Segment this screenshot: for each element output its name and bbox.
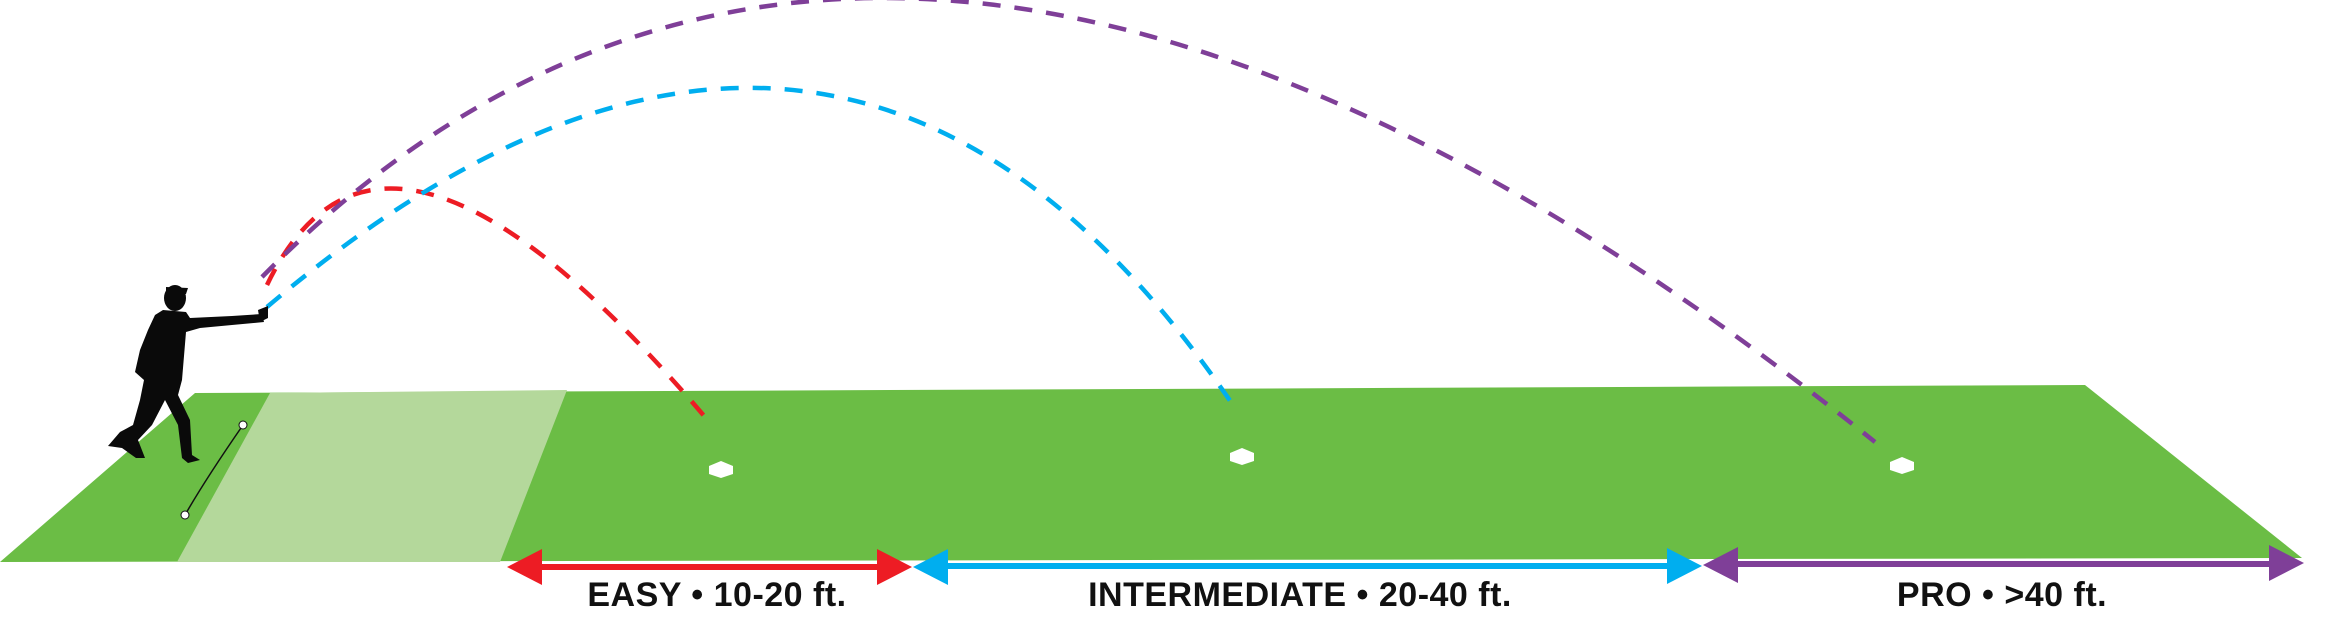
pro-throw-arc bbox=[260, 0, 1877, 444]
thrower-silhouette-icon bbox=[108, 285, 268, 463]
intermediate-zone-label: INTERMEDIATE • 20-40 ft. bbox=[1088, 576, 1512, 614]
pro-distance-arrow bbox=[1703, 545, 2304, 583]
pro-target-base-icon bbox=[1890, 457, 1914, 474]
easy-throw-arc bbox=[264, 186, 707, 419]
intermediate-target-base-icon bbox=[1230, 448, 1254, 465]
pro-zone-label: PRO • >40 ft. bbox=[1896, 576, 2108, 614]
easy-distance-arrow bbox=[507, 549, 912, 585]
field-light-band bbox=[177, 390, 567, 562]
easy-target-base-icon bbox=[709, 461, 733, 478]
intermediate-throw-arc bbox=[265, 85, 1237, 410]
intermediate-distance-arrow bbox=[913, 548, 1702, 585]
field bbox=[0, 385, 2302, 562]
easy-zone-label: EASY • 10-20 ft. bbox=[587, 576, 847, 614]
step-guide-line bbox=[180, 420, 248, 520]
